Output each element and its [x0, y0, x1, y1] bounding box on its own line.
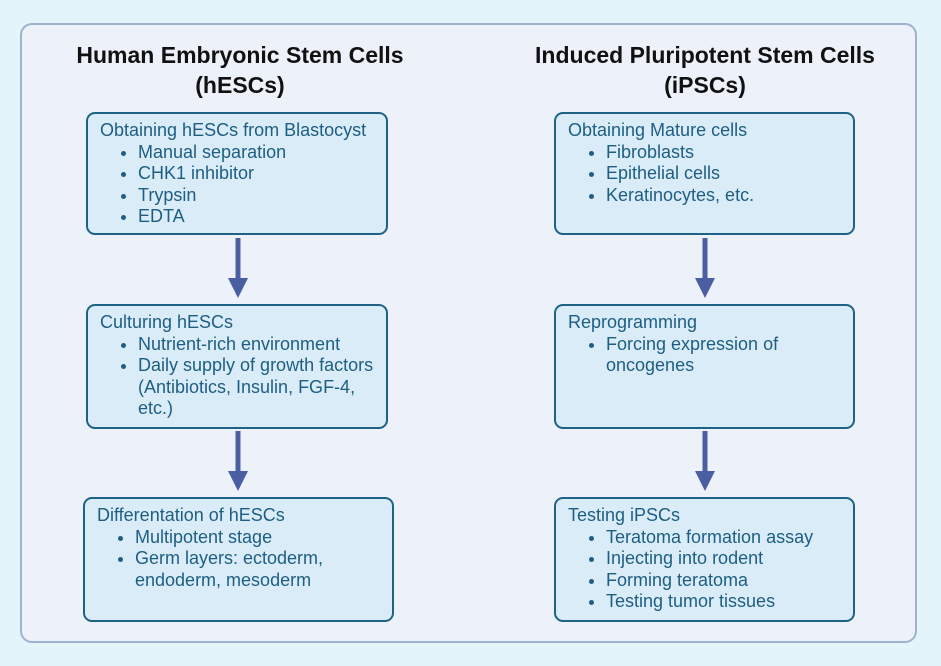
list-item: Germ layers: ectoderm, endoderm, mesoder…: [135, 548, 382, 591]
right-column-title: Induced Pluripotent Stem Cells (iPSCs): [525, 40, 885, 100]
down-arrow-icon: [695, 238, 715, 298]
list-item: Teratoma formation assay: [606, 527, 843, 549]
ipsc-step-testing: Testing iPSCs Teratoma formation assay I…: [554, 497, 855, 622]
hesc-step-differentiation: Differentation of hESCs Multipotent stag…: [83, 497, 394, 622]
list-item: Daily supply of growth factors (Antibiot…: [138, 355, 376, 420]
step-list: Forcing expression of oncogenes: [568, 334, 843, 377]
down-arrow-icon: [695, 431, 715, 491]
down-arrow-icon: [228, 238, 248, 298]
hesc-step-culturing: Culturing hESCs Nutrient-rich environmen…: [86, 304, 388, 429]
step-list: Nutrient-rich environment Daily supply o…: [100, 334, 376, 420]
list-item: EDTA: [138, 206, 376, 228]
list-item: Multipotent stage: [135, 527, 382, 549]
list-item: Trypsin: [138, 185, 376, 207]
list-item: Testing tumor tissues: [606, 591, 843, 613]
step-title: Culturing hESCs: [100, 312, 234, 332]
list-item: Fibroblasts: [606, 142, 843, 164]
step-list: Teratoma formation assay Injecting into …: [568, 527, 843, 613]
left-column-title: Human Embryonic Stem Cells (hESCs): [60, 40, 420, 100]
step-list: Manual separation CHK1 inhibitor Trypsin…: [100, 142, 376, 228]
step-list: Multipotent stage Germ layers: ectoderm,…: [97, 527, 382, 592]
right-title-line2: (iPSCs): [664, 72, 746, 98]
list-item: Keratinocytes, etc.: [606, 185, 843, 207]
hesc-step-obtaining: Obtaining hESCs from Blastocyst Manual s…: [86, 112, 388, 235]
ipsc-step-reprogramming: Reprogramming Forcing expression of onco…: [554, 304, 855, 429]
list-item: Injecting into rodent: [606, 548, 843, 570]
down-arrow-icon: [228, 431, 248, 491]
list-item: Epithelial cells: [606, 163, 843, 185]
list-item: Forming teratoma: [606, 570, 843, 592]
step-list: Fibroblasts Epithelial cells Keratinocyt…: [568, 142, 843, 207]
left-title-line1: Human Embryonic Stem Cells: [76, 42, 404, 68]
left-title-line2: (hESCs): [195, 72, 285, 98]
list-item: Nutrient-rich environment: [138, 334, 376, 356]
step-title: Differentation of hESCs: [97, 505, 285, 525]
step-title: Obtaining Mature cells: [568, 120, 748, 140]
step-title: Obtaining hESCs from Blastocyst: [100, 120, 367, 140]
step-title: Testing iPSCs: [568, 505, 681, 525]
ipsc-step-obtaining: Obtaining Mature cells Fibroblasts Epith…: [554, 112, 855, 235]
list-item: Manual separation: [138, 142, 376, 164]
list-item: Forcing expression of oncogenes: [606, 334, 843, 377]
list-item: CHK1 inhibitor: [138, 163, 376, 185]
step-title: Reprogramming: [568, 312, 698, 332]
right-title-line1: Induced Pluripotent Stem Cells: [535, 42, 875, 68]
